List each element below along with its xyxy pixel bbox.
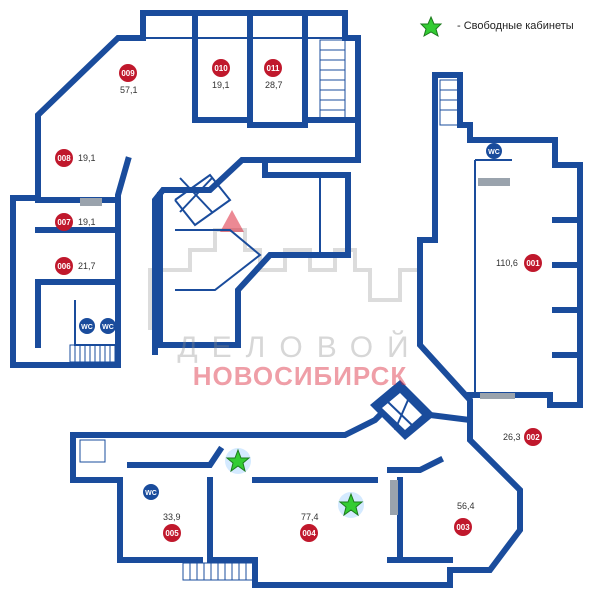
svg-text:19,1: 19,1 (78, 153, 96, 163)
svg-text:26,3: 26,3 (503, 432, 521, 442)
watermark-arrow (220, 210, 244, 232)
wc-icon: WC (100, 318, 116, 334)
wc-badges: WC WC WC WC (79, 143, 502, 500)
wc-icon: WC (143, 484, 159, 500)
watermark-top: ДЕЛОВОЙ (177, 331, 423, 364)
svg-text:005: 005 (165, 529, 179, 538)
svg-text:011: 011 (267, 64, 280, 73)
svg-text:WC: WC (102, 324, 114, 331)
stairs-left (69, 344, 116, 363)
room-001[interactable]: 001 110,6 (496, 254, 542, 272)
legend-label: - Свободные кабинеты (457, 20, 574, 32)
watermark-bottom: НОВОСИБИРСК (192, 361, 408, 391)
svg-text:WC: WC (145, 490, 157, 497)
bottom-wing-walls (70, 380, 523, 588)
svg-text:56,4: 56,4 (457, 501, 475, 511)
svg-text:57,1: 57,1 (120, 85, 138, 95)
room-007[interactable]: 007 19,1 (55, 213, 96, 231)
room-008[interactable]: 008 19,1 (55, 149, 96, 167)
stairs-right (439, 79, 459, 126)
room-004[interactable]: 004 77,4 (300, 512, 319, 542)
svg-text:002: 002 (526, 433, 540, 442)
svg-text:008: 008 (57, 154, 71, 163)
svg-text:110,6: 110,6 (496, 258, 518, 268)
svg-text:28,7: 28,7 (265, 80, 283, 90)
free-office-star[interactable] (225, 448, 251, 474)
svg-text:19,1: 19,1 (212, 80, 230, 90)
svg-text:77,4: 77,4 (301, 512, 319, 522)
svg-text:009: 009 (121, 69, 135, 78)
room-003[interactable]: 003 56,4 (454, 501, 475, 536)
room-002[interactable]: 002 26,3 (503, 428, 542, 446)
upper-left-wing-walls (10, 10, 361, 368)
stairs-bottom-left (79, 439, 106, 463)
svg-text:WC: WC (81, 324, 93, 331)
svg-text:003: 003 (456, 523, 470, 532)
svg-text:21,7: 21,7 (78, 261, 96, 271)
right-wing-walls (417, 72, 583, 423)
svg-text:33,9: 33,9 (163, 512, 181, 522)
watermark-skyline (148, 228, 422, 330)
room-010[interactable]: 010 19,1 (212, 59, 230, 90)
room-006[interactable]: 006 21,7 (55, 257, 96, 275)
svg-text:004: 004 (302, 529, 316, 538)
svg-text:19,1: 19,1 (78, 217, 96, 227)
wc-icon: WC (79, 318, 95, 334)
free-office-star[interactable] (338, 492, 364, 518)
legend-star-icon (419, 15, 443, 38)
svg-text:010: 010 (214, 64, 228, 73)
room-005[interactable]: 005 33,9 (163, 512, 181, 542)
wc-icon: WC (486, 143, 502, 159)
room-011[interactable]: 011 28,7 (264, 59, 283, 90)
svg-text:001: 001 (526, 259, 540, 268)
room-009[interactable]: 009 57,1 (119, 64, 138, 95)
svg-text:007: 007 (57, 218, 71, 227)
svg-text:006: 006 (57, 262, 71, 271)
svg-text:WC: WC (488, 149, 500, 156)
